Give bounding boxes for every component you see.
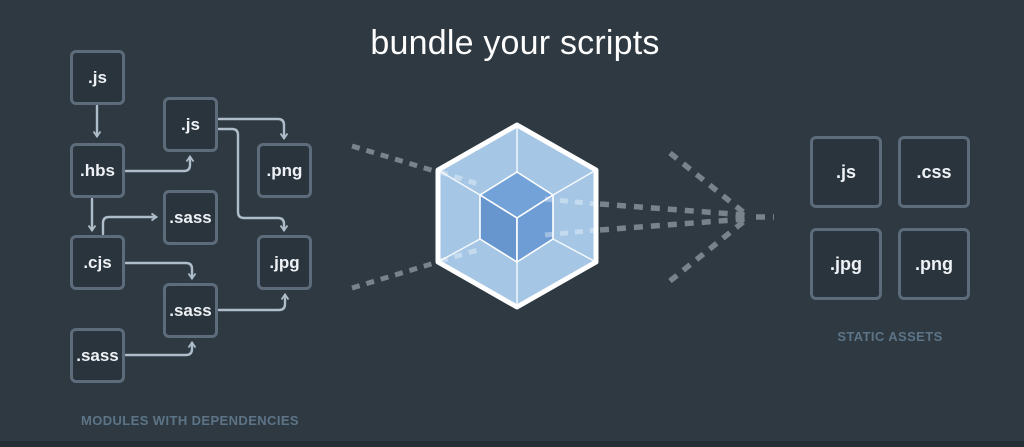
- module-box-js-2: .js: [163, 97, 218, 152]
- module-box-cjs: .cjs: [70, 235, 125, 290]
- bottom-edge-shadow: [0, 441, 1024, 447]
- module-box-js-1: .js: [70, 50, 125, 105]
- module-box-label: .hbs: [80, 160, 115, 180]
- asset-box-label: .png: [915, 253, 953, 274]
- arrow-sassbot-to-sass-mid: [124, 340, 197, 357]
- asset-box-css: .css: [898, 136, 970, 208]
- arrow-sassmid-to-jpg: [217, 292, 290, 312]
- module-box-sass-2: .sass: [163, 283, 218, 338]
- arrow-js2-to-png: [217, 117, 289, 141]
- arrow-hbs-to-js2: [124, 154, 195, 173]
- assets-section-label: STATIC ASSETS: [837, 329, 943, 344]
- cube-overlay-dashes: [439, 169, 598, 264]
- asset-box-js: .js: [810, 136, 882, 208]
- asset-box-label: .js: [835, 161, 856, 182]
- module-box-sass-3: .sass: [70, 328, 125, 383]
- asset-box-label: .jpg: [830, 253, 862, 274]
- asset-box-jpg: .jpg: [810, 228, 882, 300]
- cube-inner-right-face: [516, 194, 554, 263]
- arrow-cjs-to-sass-mid: [124, 261, 197, 281]
- module-box-hbs: .hbs: [70, 143, 125, 198]
- module-box-jpg: .jpg: [257, 235, 312, 290]
- module-box-label: .sass: [76, 345, 119, 365]
- arrow-cjs-to-sass-top: [101, 212, 159, 236]
- module-box-label: .png: [266, 160, 303, 180]
- module-box-label: .js: [88, 67, 107, 87]
- module-box-label: .jpg: [269, 252, 300, 272]
- slide-title: bundle your scripts: [370, 24, 660, 62]
- module-box-label: .js: [181, 114, 200, 134]
- module-box-sass-1: .sass: [163, 190, 218, 245]
- output-flow-arrow: [599, 150, 774, 284]
- module-box-png: .png: [257, 143, 312, 198]
- cube-inner: [479, 171, 554, 263]
- asset-box-label: .css: [916, 161, 952, 182]
- module-box-label: .cjs: [83, 252, 112, 272]
- dash-out-shaft-top: [599, 201, 747, 218]
- dependency-arrows: [87, 104, 290, 357]
- webpack-cube-icon: [435, 122, 599, 310]
- dash-out-head-top: [668, 150, 750, 219]
- module-box-label: .sass: [169, 207, 212, 227]
- dash-out-head-bottom: [668, 215, 750, 284]
- dash-out-shaft-bottom: [599, 216, 747, 233]
- cube-wireframe: [437, 125, 597, 307]
- modules-section-label: MODULES WITH DEPENDENCIES: [80, 413, 299, 428]
- arrow-js2-to-jpg: [217, 127, 289, 233]
- asset-box-png: .png: [898, 228, 970, 300]
- module-box-label: .sass: [169, 300, 212, 320]
